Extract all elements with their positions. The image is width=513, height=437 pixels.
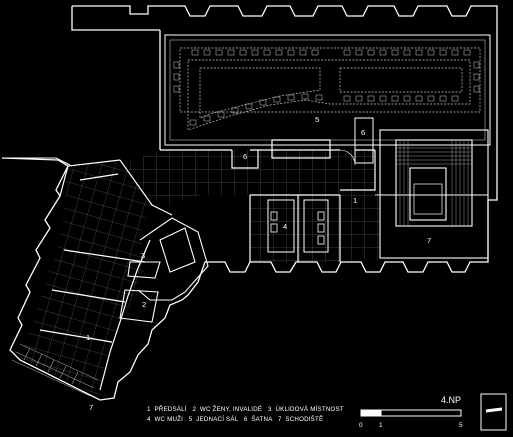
north-arrow-box <box>480 393 507 431</box>
hall-frame <box>164 34 491 146</box>
conference-tables <box>179 47 481 131</box>
stair-hall-7 <box>375 129 489 259</box>
stair-top-left <box>2 157 71 166</box>
room-labels: 1 1 2 3 4 5 6 6 7 7 <box>86 115 431 412</box>
foyer-walls <box>39 159 173 391</box>
room-label-6a: 6 <box>243 152 247 161</box>
room-label-7a: 7 <box>427 236 431 245</box>
scale-bar <box>360 409 462 417</box>
room-label-6b: 6 <box>361 128 365 137</box>
legend-line-1: 1 PŘEDSÁLÍ 2 WC ŽENY, INVALIDÉ 3 ÚKLIDOV… <box>147 406 344 413</box>
cloakroom-6 <box>339 117 374 166</box>
corridor-floor <box>120 150 375 262</box>
foyer-floor <box>20 160 150 395</box>
room-label-1a: 1 <box>86 333 90 342</box>
room-label-1b: 1 <box>353 196 357 205</box>
room-label-4: 4 <box>283 222 287 231</box>
scale-label-0: 0 <box>359 422 363 429</box>
stair-left <box>11 343 99 397</box>
scale-label-5: 5 <box>459 422 463 429</box>
chairs <box>173 49 480 126</box>
room-label-2: 2 <box>142 300 146 309</box>
room-label-5: 5 <box>315 115 319 124</box>
room-label-3: 3 <box>141 251 145 260</box>
scale-label-1: 1 <box>379 422 383 429</box>
outer-walls <box>1 5 498 401</box>
rooms-2-3 <box>119 217 209 323</box>
room-label-7b: 7 <box>89 403 93 412</box>
floor-label: 4.NP <box>441 395 462 405</box>
wc-men-4 <box>267 199 329 253</box>
legend-line-2: 4 WC MUŽI 5 JEDNACÍ SÁL 6 ŠATNA 7 SCHODI… <box>147 416 324 423</box>
corridor-right-floor <box>340 190 380 260</box>
